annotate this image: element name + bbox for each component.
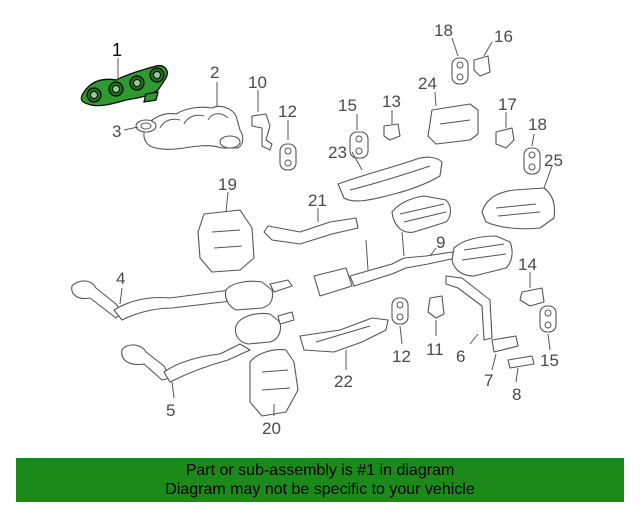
callout-8: 8	[512, 385, 521, 404]
part-18-hanger-right[interactable]	[523, 147, 541, 175]
part-2-exhaust-manifold[interactable]	[143, 105, 244, 150]
callout-14: 14	[518, 255, 537, 274]
part-10-bracket[interactable]	[251, 113, 273, 151]
part-12-hanger-upper[interactable]	[279, 143, 297, 171]
exhaust-parts-diagram: 1 2 3 10 12 15 13 23	[71, 21, 563, 438]
part-22-heat-shield[interactable]	[299, 317, 389, 353]
part-15-hanger-lower[interactable]	[539, 305, 557, 333]
callout-21: 21	[308, 191, 327, 210]
part-11-bracket[interactable]	[427, 295, 445, 319]
part-18-hanger-upper[interactable]	[451, 57, 469, 85]
part-3-gasket[interactable]	[135, 119, 157, 133]
callout-15-upper: 15	[338, 96, 357, 115]
part-9-exhaust-pipe-assembly[interactable]	[313, 195, 513, 297]
callout-16: 16	[494, 27, 513, 46]
footer-notice: Part or sub-assembly is #1 in diagram Di…	[16, 458, 624, 502]
part-24-heat-shield[interactable]	[427, 103, 479, 145]
callout-18-right: 18	[528, 115, 547, 134]
part-14-bracket[interactable]	[519, 287, 545, 307]
callout-11: 11	[426, 340, 444, 359]
footer-line-1: Part or sub-assembly is #1 in diagram	[185, 462, 455, 479]
footer-line-2: Diagram may not be specific to your vehi…	[165, 481, 475, 498]
part-20-heat-shield[interactable]	[249, 349, 299, 417]
part-19-heat-shield[interactable]	[197, 209, 255, 273]
callout-6: 6	[456, 347, 465, 366]
callout-3: 3	[112, 122, 121, 141]
callout-12-upper: 12	[278, 102, 297, 121]
part-5-pipe-catalytic-converter[interactable]	[121, 311, 295, 383]
callout-17: 17	[498, 95, 517, 114]
callout-24: 24	[418, 74, 437, 93]
callout-1: 1	[112, 40, 122, 60]
part-17-bracket[interactable]	[495, 127, 515, 149]
part-16-bracket[interactable]	[473, 55, 491, 77]
callout-5: 5	[166, 401, 175, 420]
part-6-bracket[interactable]	[445, 275, 493, 341]
callout-23: 23	[328, 143, 347, 162]
callout-12-lower: 12	[392, 347, 411, 366]
part-23-heat-shield[interactable]	[337, 156, 443, 202]
callout-10: 10	[248, 73, 267, 92]
callout-2: 2	[210, 63, 219, 82]
callout-25: 25	[544, 151, 563, 170]
part-8-clamp[interactable]	[507, 355, 535, 369]
callout-9: 9	[436, 233, 445, 252]
part-25-heat-shield[interactable]	[481, 187, 556, 230]
callout-22: 22	[334, 372, 353, 391]
callout-15-lower: 15	[540, 351, 559, 370]
part-4-front-pipe-catalytic-converter[interactable]	[71, 279, 293, 321]
part-1-manifold-gasket[interactable]	[80, 64, 168, 107]
callout-7: 7	[484, 371, 493, 390]
part-21-heat-shield[interactable]	[263, 217, 359, 245]
callout-19: 19	[218, 175, 237, 194]
callout-13: 13	[382, 92, 401, 111]
part-15-hanger-upper[interactable]	[349, 131, 369, 159]
callout-18-upper: 18	[434, 21, 453, 40]
callout-20: 20	[262, 419, 281, 438]
callout-4: 4	[116, 269, 125, 288]
part-12-hanger-lower[interactable]	[391, 297, 409, 325]
part-7-bracket[interactable]	[491, 335, 519, 353]
part-13-bracket[interactable]	[383, 123, 401, 141]
